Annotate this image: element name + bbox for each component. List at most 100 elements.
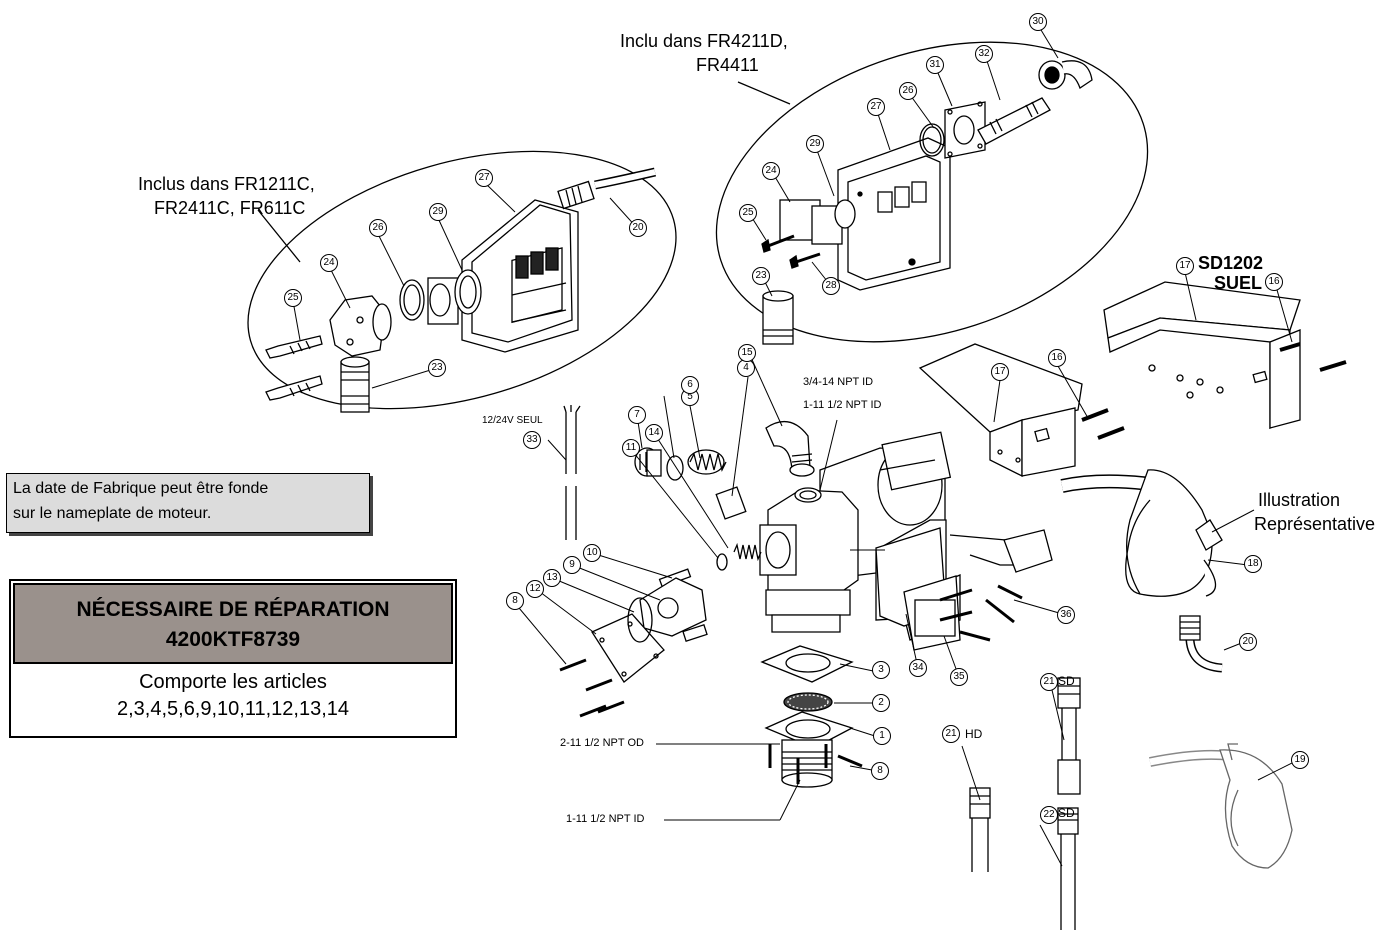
- callout-24: 24: [762, 162, 780, 180]
- repair-kit-title: NÉCESSAIRE DE RÉPARATION: [76, 598, 390, 621]
- callout-7: 7: [628, 406, 646, 424]
- nipple-right-icon: [762, 290, 794, 345]
- group-left-title-line2: FR2411C, FR611C: [154, 198, 306, 218]
- group-right-title-line2: FR4411: [696, 55, 759, 75]
- illustration-label-line1: Illustration: [1258, 490, 1341, 510]
- screws-right-icon: [761, 234, 821, 269]
- meter-right-icon: [837, 137, 951, 291]
- spring-6-icon: [687, 449, 727, 475]
- group-ellipse-right: [715, 41, 1149, 343]
- cover-plate-12-icon: [591, 613, 665, 683]
- pulser-left-icon: [329, 295, 392, 357]
- note-line-2: sur le nameplate de moteur.: [13, 505, 212, 522]
- hose-22-sd-icon: [1057, 807, 1079, 930]
- sd-label-line1: SD1202: [1198, 253, 1264, 273]
- callout-22: 22: [1040, 806, 1058, 824]
- hose-20-icon: [1179, 615, 1223, 673]
- callout-29: 29: [429, 203, 447, 221]
- cap-7-icon: [634, 447, 662, 477]
- hose-21-sd-icon: [1057, 677, 1081, 795]
- callout-8: 8: [506, 592, 524, 610]
- repair-kit-header: NÉCESSAIRE DE RÉPARATION 4200KTF8739: [13, 583, 453, 664]
- group-ellipse-left: [247, 150, 677, 410]
- callout-31: 31: [926, 56, 944, 74]
- callout-23: 23: [428, 359, 446, 377]
- wires-icon: [563, 405, 581, 540]
- inlet-flange-icon: [781, 739, 833, 788]
- dim-od: 2-11 1/2 NPT OD: [560, 737, 644, 749]
- bolts-mid-icon: [1081, 408, 1125, 440]
- callout-17: 17: [991, 363, 1009, 381]
- callout-10: 10: [583, 544, 601, 562]
- suffix-hd: HD: [965, 727, 983, 741]
- spring-14-icon: [733, 542, 762, 562]
- callout-25: 25: [739, 204, 757, 222]
- rotor-9-icon: [639, 577, 708, 642]
- callout-26: 26: [899, 82, 917, 100]
- callout-23: 23: [752, 267, 770, 285]
- nipple-left-icon: [340, 356, 370, 413]
- dim-voltage: 12/24V SEUL: [482, 415, 543, 426]
- nozzle-icon: [1060, 469, 1223, 597]
- repair-kit-number: 4200KTF8739: [165, 628, 301, 651]
- oring-5-icon: [666, 455, 684, 481]
- callout-29: 29: [806, 135, 824, 153]
- callout-30: 30: [1029, 13, 1047, 31]
- callout-26: 26: [369, 219, 387, 237]
- callout-8: 8: [871, 762, 889, 780]
- gasket-3-icon: [760, 645, 854, 683]
- callout-34: 34: [909, 659, 927, 677]
- suffix-sd-1: SD: [1058, 674, 1075, 688]
- hose-21-hd-icon: [969, 787, 991, 872]
- callout-19: 19: [1291, 751, 1309, 769]
- callout-27: 27: [475, 169, 493, 187]
- pump-housing-icon: [759, 487, 859, 633]
- bracket-mid-icon: [918, 343, 1083, 478]
- illustration-label-line2: Représentative: [1254, 514, 1376, 534]
- gasket-right-icon: [919, 101, 986, 159]
- callout-6: 6: [681, 376, 699, 394]
- callout-20: 20: [629, 219, 647, 237]
- group-right-title-line1: Inclu dans FR4211D,: [620, 31, 788, 51]
- callout-21: 21: [1040, 673, 1058, 691]
- callout-28: 28: [822, 277, 840, 295]
- repair-kit-body-line2: 2,3,4,5,6,9,10,11,12,13,14: [116, 698, 350, 720]
- callout-21: 21: [942, 725, 960, 743]
- suffix-sd-2: SD: [1058, 806, 1075, 820]
- dim-port-top-1: 3/4-14 NPT ID: [803, 376, 874, 388]
- callout-27: 27: [867, 98, 885, 116]
- callout-2: 2: [872, 694, 890, 712]
- callout-13: 13: [543, 569, 561, 587]
- elbow-15-icon: [765, 420, 815, 477]
- switch-box-icon: [875, 527, 1023, 651]
- callout-14: 14: [645, 424, 663, 442]
- callout-20: 20: [1239, 633, 1257, 651]
- callout-9: 9: [563, 556, 581, 574]
- callout-24: 24: [320, 254, 338, 272]
- callout-25: 25: [284, 289, 302, 307]
- group-left-title-line1: Inclus dans FR1211C,: [138, 174, 315, 194]
- callout-15: 15: [738, 344, 756, 362]
- hose-left-icon: [557, 167, 657, 210]
- oring-13-icon: [627, 597, 653, 643]
- callout-32: 32: [975, 45, 993, 63]
- filter-screen-icon: [783, 692, 833, 712]
- callout-33: 33: [523, 431, 541, 449]
- elbow-right-icon: [1038, 60, 1093, 90]
- bracket-sd-icon: [1103, 281, 1301, 430]
- repair-kit-body-line1: Comporte les articles: [139, 671, 327, 693]
- callout-12: 12: [526, 580, 544, 598]
- screws-8-left-icon: [559, 658, 625, 718]
- dim-port-top-2: 1-11 1/2 NPT ID: [803, 399, 882, 411]
- screws-8-bottom-icon: [768, 744, 863, 784]
- pulser-right-icon: [779, 199, 856, 245]
- callout-16: 16: [1048, 349, 1066, 367]
- repair-kit-box: NÉCESSAIRE DE RÉPARATION 4200KTF8739 Com…: [9, 579, 457, 738]
- gasket-left-icon: [399, 269, 482, 325]
- repair-kit-body: Comporte les articles 2,3,4,5,6,9,10,11,…: [11, 669, 455, 723]
- callout-11: 11: [622, 439, 640, 457]
- note-box: La date de Fabrique peut être fonde sur …: [6, 473, 370, 533]
- nozzle-19-icon: [1149, 743, 1293, 869]
- poppet-4-icon: [715, 486, 747, 520]
